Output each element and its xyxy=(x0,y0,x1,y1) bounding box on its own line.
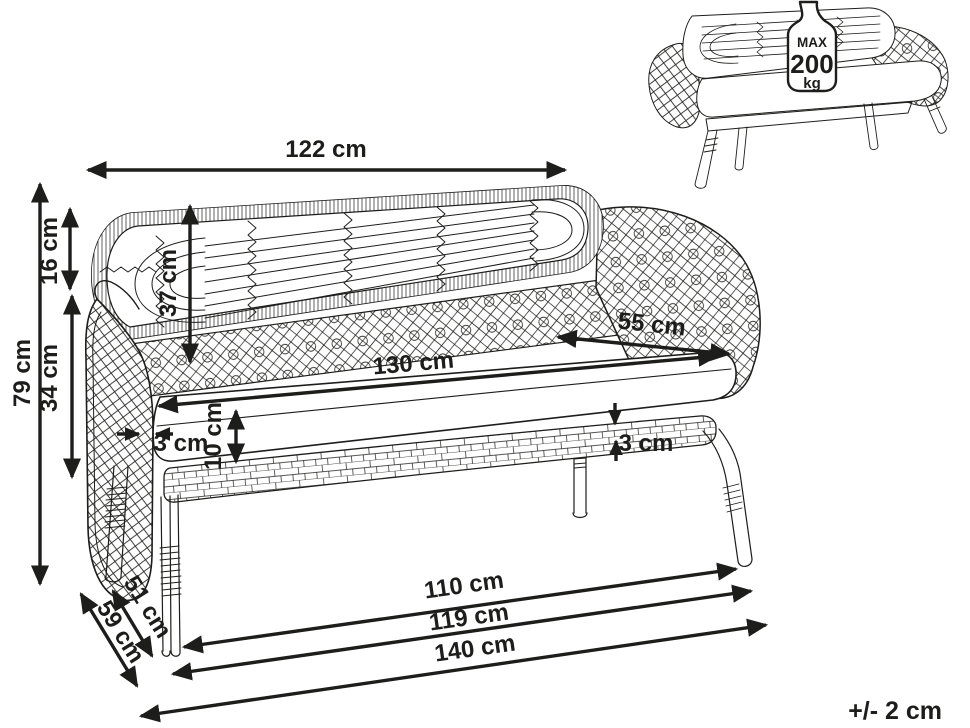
front-right-leg xyxy=(702,428,753,567)
dim-label: 122 cm xyxy=(285,136,366,163)
dim-frame-thickness-right: 3 cm xyxy=(608,403,674,461)
badge-unit-label: kg xyxy=(803,75,821,92)
dim-label: 79 cm xyxy=(9,339,36,407)
dim-label: 34 cm xyxy=(36,344,63,412)
dim-total-height: 79 cm xyxy=(9,181,50,587)
twist-column xyxy=(529,200,539,272)
dim-label: 16 cm xyxy=(36,217,63,285)
dim-side-height: 34 cm xyxy=(36,293,82,480)
badge-weight-value: 200 xyxy=(790,49,833,79)
dim-label: 3 cm xyxy=(619,430,674,457)
max-load-badge: MAX 200 kg xyxy=(786,0,838,93)
backrest xyxy=(91,185,604,341)
thumb-legs xyxy=(694,95,947,189)
twist-column xyxy=(343,212,353,305)
dim-backrest-inner-height: 37 cm xyxy=(155,203,200,365)
thumb-apron xyxy=(705,101,913,132)
weight-badge-shape xyxy=(786,0,838,93)
dim-backrest-top-height: 16 cm xyxy=(36,206,80,292)
dim-label: 110 cm xyxy=(422,567,505,605)
dim-label: 37 cm xyxy=(155,249,182,317)
badge-max-label: MAX xyxy=(797,35,827,50)
dim-label: 3 cm xyxy=(154,430,209,457)
seat-apron xyxy=(163,415,717,503)
twist-column xyxy=(247,220,257,320)
dim-frame-thickness-left: 3 cm xyxy=(117,427,209,457)
twist-column xyxy=(436,206,446,292)
dim-label: 10 cm xyxy=(200,402,227,470)
rear-left-leg xyxy=(104,465,129,583)
tolerance-note: +/- 2 cm xyxy=(848,697,942,725)
dim-overall-width-back: 122 cm xyxy=(85,136,568,180)
dim-cushion-thickness: 10 cm xyxy=(200,402,246,470)
